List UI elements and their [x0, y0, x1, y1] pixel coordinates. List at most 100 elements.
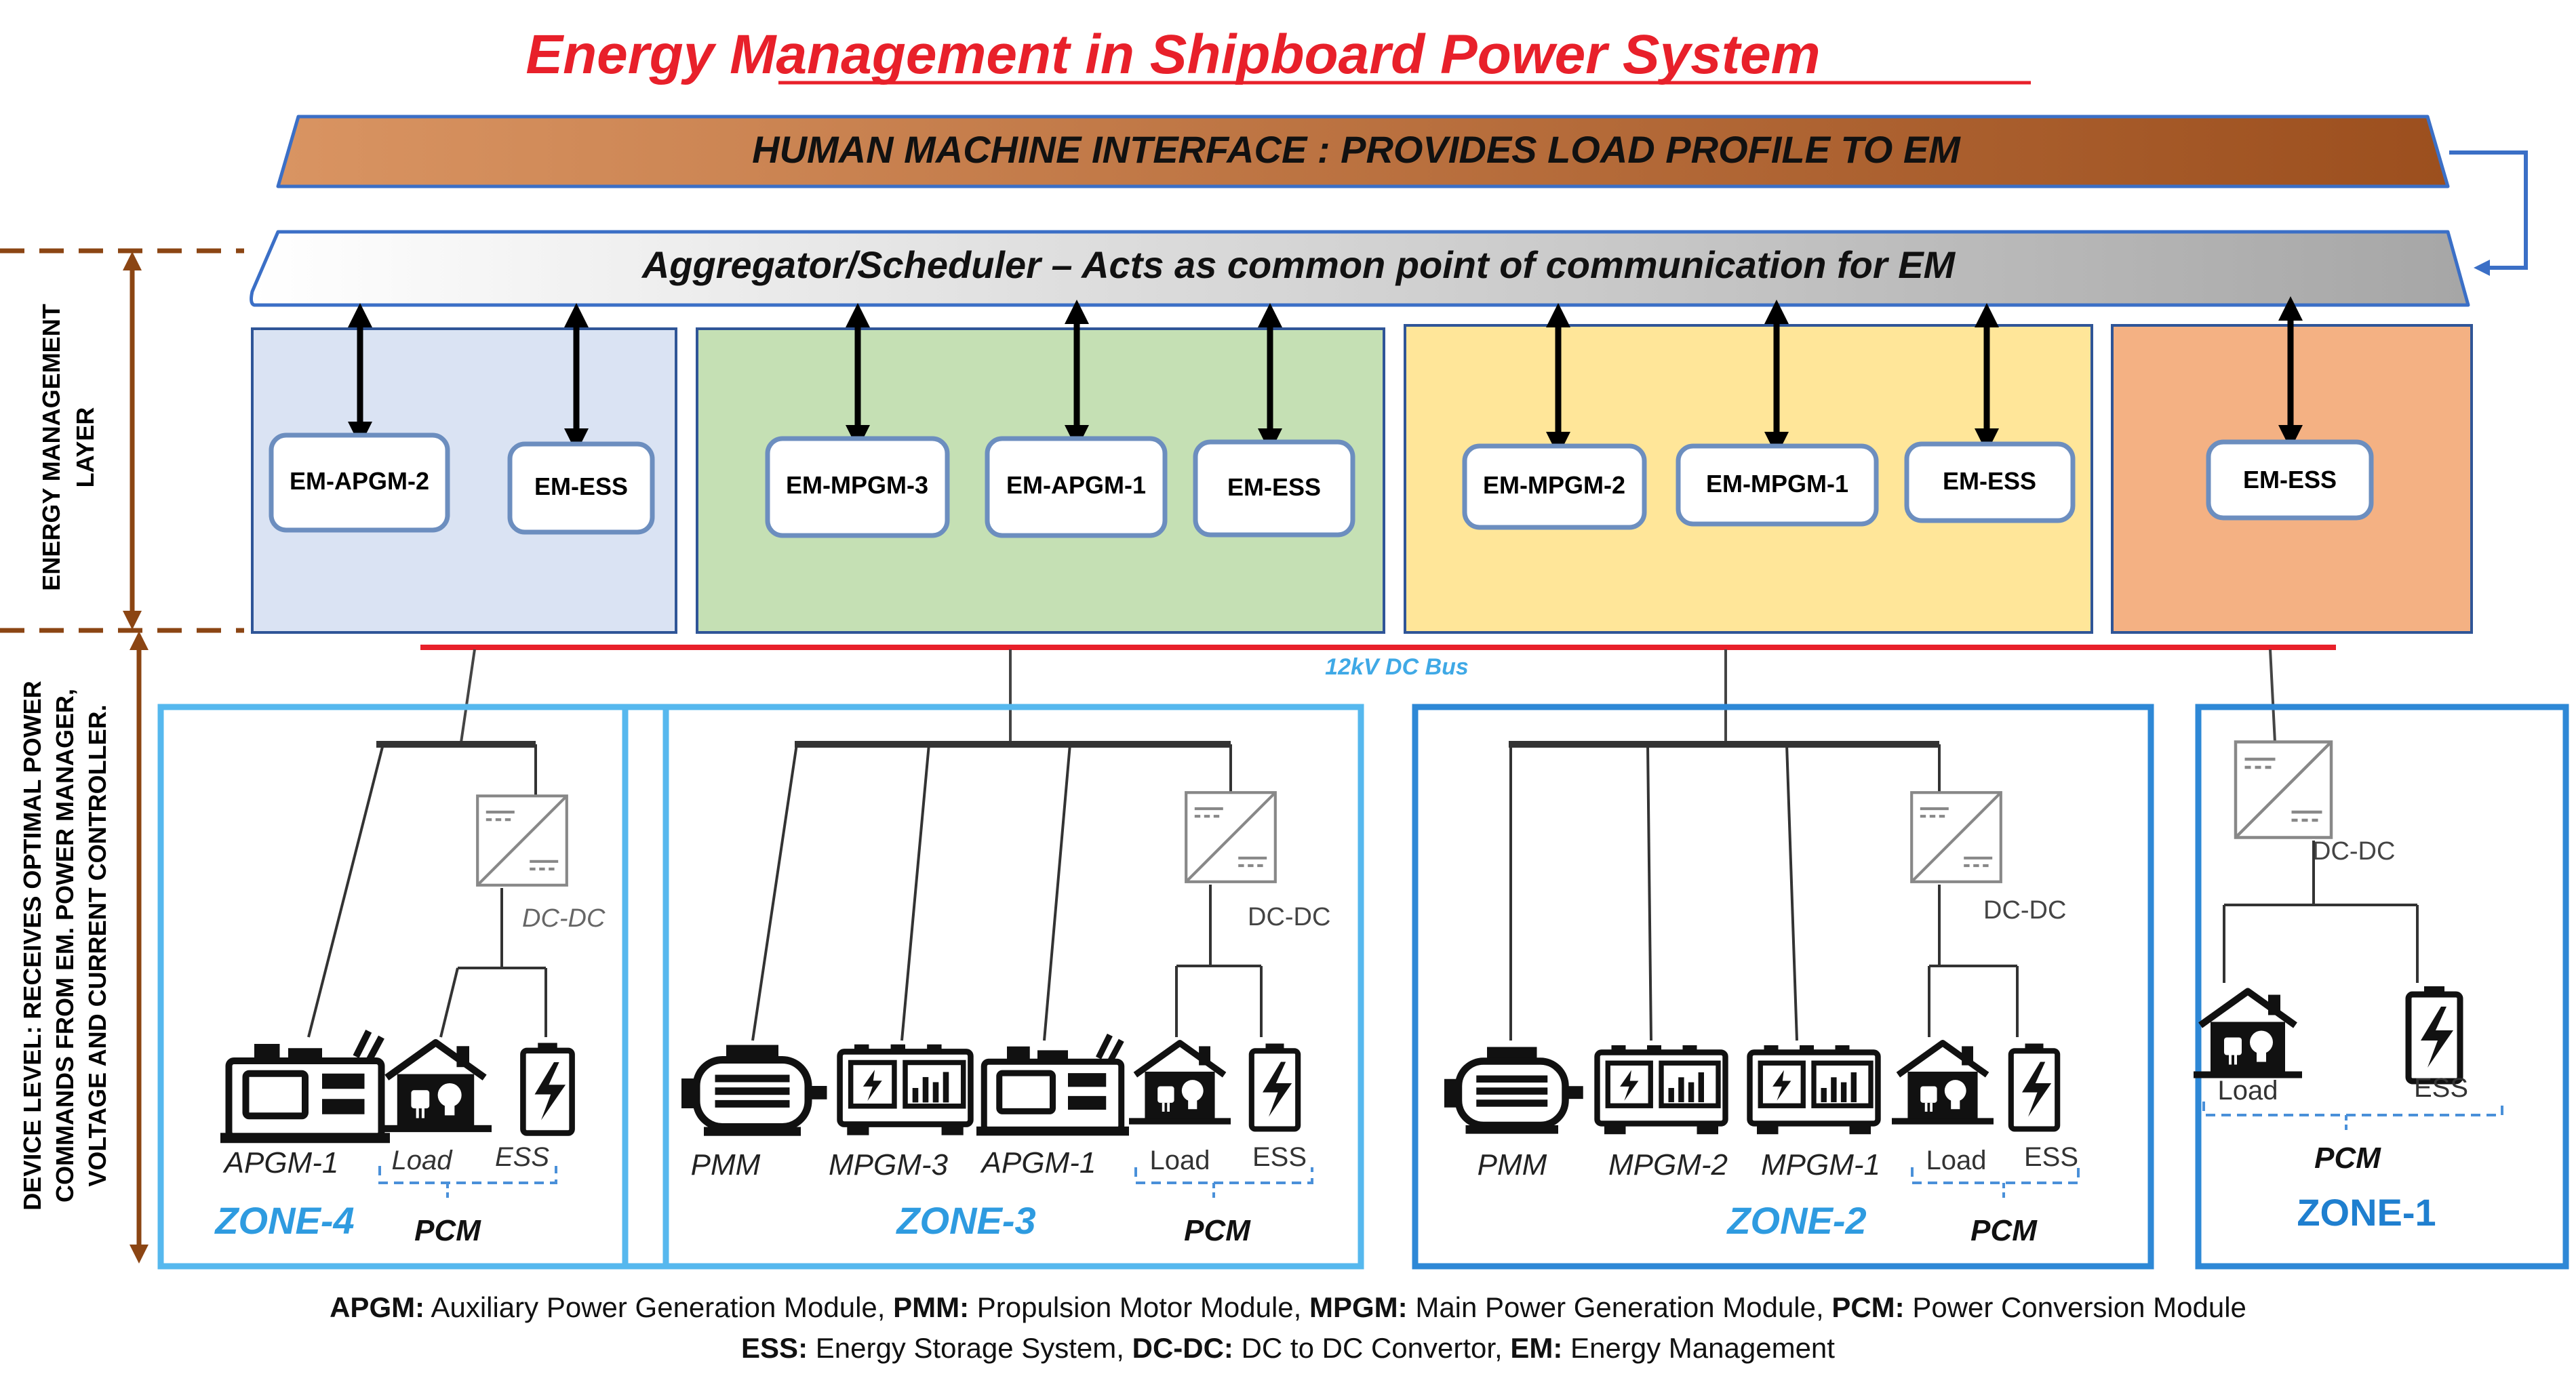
- legend-def: Energy Storage System,: [808, 1332, 1132, 1364]
- zone-3-frame: [622, 704, 1364, 1270]
- zone-1-frame: [2195, 704, 2569, 1270]
- zone-4-load-label: Load: [392, 1146, 454, 1175]
- legend-term: MPGM:: [1309, 1291, 1408, 1323]
- zone-4-pcm-bracket: [378, 1166, 557, 1184]
- apgm-generator-icon: [220, 1031, 390, 1143]
- zone-3-dcdc-label: DC-DC: [1248, 903, 1330, 931]
- legend-term: ESS:: [741, 1332, 808, 1364]
- apgm-generator-icon: [976, 1035, 1129, 1136]
- legend-def: DC to DC Convertor,: [1233, 1332, 1511, 1364]
- dcdc-converter-icon: [477, 796, 567, 885]
- aggregator-banner-text: Aggregator/Scheduler – Acts as common po…: [641, 243, 1956, 286]
- em-module-label: EM-ESS: [1227, 473, 1321, 501]
- load-house-icon: [380, 1043, 492, 1132]
- dc-bus-label: 12kV DC Bus: [1325, 654, 1469, 680]
- em-module-box: [269, 432, 450, 533]
- device-level-label-line1: DEVICE LEVEL: RECEIVES OPTIMAL POWER: [18, 681, 46, 1210]
- zone-2-ess-label: ESS: [2024, 1142, 2078, 1172]
- zone-1-pcm-label: PCM: [2314, 1142, 2381, 1175]
- zone-2-device-label: MPGM-2: [1608, 1148, 1728, 1182]
- legend-def: Power Conversion Module: [1904, 1291, 2246, 1323]
- dcdc-converter-icon: [1186, 792, 1275, 882]
- zone-4-dcdc-label: DC-DC: [522, 904, 606, 933]
- aggregator-banner: Aggregator/Scheduler – Acts as common po…: [250, 230, 2470, 307]
- mpgm-generator-icon: [1598, 1045, 1726, 1134]
- zone-1-load-label: Load: [2218, 1076, 2278, 1106]
- ess-battery-icon: [2409, 986, 2460, 1081]
- legend-term: PMM:: [893, 1291, 970, 1323]
- em-module-box: [1462, 443, 1647, 530]
- zone-3-pcm-bracket: [1134, 1167, 1313, 1184]
- dcdc-converter-icon: [1911, 792, 2001, 882]
- legend-term: PCM:: [1831, 1291, 1905, 1323]
- em-module-label: EM-MPGM-3: [786, 471, 928, 499]
- hmi-banner: HUMAN MACHINE INTERFACE : PROVIDES LOAD …: [276, 115, 2450, 188]
- zone-1-dcdc-label: DC-DC: [2312, 837, 2395, 866]
- em-module-label: EM-APGM-1: [1006, 471, 1146, 499]
- em-layer-label-line1: ENERGY MANAGEMENT: [37, 304, 65, 590]
- load-house-icon: [1129, 1043, 1231, 1125]
- legend-def: Main Power Generation Module,: [1407, 1291, 1832, 1323]
- hmi-banner-text: HUMAN MACHINE INTERFACE : PROVIDES LOAD …: [752, 128, 1961, 171]
- zone-4-label: ZONE-4: [214, 1199, 354, 1242]
- bus-drops: [460, 649, 2276, 743]
- em-module-box: [2206, 439, 2374, 521]
- em-module-box: [1193, 439, 1355, 538]
- em-module-box: [507, 441, 655, 535]
- em-arrows: [348, 296, 2303, 456]
- legend-term: EM:: [1510, 1332, 1563, 1364]
- zone-2-frame: [1412, 704, 2154, 1270]
- device-level-label-line3: VOLTAGE AND CURRENT CONTROLLER.: [83, 704, 111, 1186]
- em-module-label: EM-ESS: [2243, 466, 2337, 493]
- zone-2-label: ZONE-2: [1726, 1199, 1866, 1242]
- zone-2-load-label: Load: [1926, 1146, 1987, 1175]
- zone-3: DC-DC PMM MPGM-3 APGM-1 Load ESS PCM ZON…: [622, 704, 1364, 1270]
- dcdc-converter-icon: [2236, 742, 2331, 838]
- zone-4-device-label: APGM-1: [222, 1146, 339, 1179]
- em-module-box: [1904, 441, 2076, 523]
- load-house-icon: [1892, 1043, 1994, 1125]
- em-module-label: EM-MPGM-1: [1706, 470, 1848, 498]
- zone-2-pcm-label: PCM: [1970, 1214, 2038, 1247]
- zone-4: DC-DC APGM-1 Load ESS PCM ZONE-4: [157, 704, 669, 1270]
- em-layer-label-line2: LAYER: [71, 407, 99, 488]
- zone-1-label: ZONE-1: [2297, 1191, 2436, 1234]
- pmm-motor-icon: [1444, 1047, 1583, 1134]
- legend-def: Propulsion Motor Module,: [969, 1291, 1310, 1323]
- zone-1-ess-label: ESS: [2414, 1073, 2468, 1103]
- pmm-motor-icon: [681, 1045, 827, 1136]
- hmi-to-aggregator-arrow: [2449, 150, 2528, 276]
- page-title: Energy Management in Shipboard Power Sys…: [526, 24, 1820, 85]
- zone-3-load-label: Load: [1150, 1146, 1210, 1175]
- zone-3-device-label: APGM-1: [980, 1146, 1096, 1179]
- zone-2-dcdc-label: DC-DC: [1983, 896, 2066, 925]
- legend-term: APGM:: [330, 1291, 425, 1323]
- legend-def: Auxiliary Power Generation Module,: [424, 1291, 894, 1323]
- ess-battery-icon: [2011, 1044, 2057, 1129]
- em-module-label: EM-APGM-2: [290, 467, 429, 495]
- device-level-label-line2: COMMANDS FROM EM. POWER MANAGER,: [51, 689, 79, 1203]
- em-module-box: [765, 436, 950, 538]
- legend-def: Energy Management: [1562, 1332, 1835, 1364]
- legend-line-1: APGM: Auxiliary Power Generation Module,…: [0, 1291, 2576, 1324]
- legend-term: DC-DC:: [1132, 1332, 1233, 1364]
- zone-3-label: ZONE-3: [895, 1199, 1035, 1242]
- zone-2-device-label: PMM: [1478, 1148, 1547, 1182]
- ess-battery-icon: [523, 1043, 572, 1133]
- zone-3-device-label: MPGM-3: [829, 1148, 949, 1182]
- zone-3-device-label: PMM: [691, 1148, 761, 1182]
- mpgm-generator-icon: [1750, 1045, 1878, 1134]
- zone-3-pcm-label: PCM: [1184, 1214, 1251, 1247]
- zone-4-pcm-label: PCM: [414, 1214, 481, 1247]
- mpgm-generator-icon: [840, 1045, 971, 1135]
- em-module-box: [1676, 443, 1879, 527]
- zone-2: DC-DC PMM MPGM-2 MPGM-1 Load ESS PCM ZON…: [1412, 704, 2154, 1270]
- zone-1: DC-DC Load ESS PCM ZONE-1: [2194, 704, 2569, 1270]
- zone-3-ess-label: ESS: [1252, 1142, 1307, 1172]
- em-module-boxes: EM-APGM-2 EM-ESS EM-MPGM-3 EM-APGM-1 EM-…: [269, 432, 2374, 538]
- zone-2-pcm-bracket: [1911, 1167, 2080, 1184]
- zone-4-ess-label: ESS: [495, 1142, 549, 1172]
- em-module-box: [985, 436, 1168, 538]
- load-house-icon: [2194, 992, 2302, 1078]
